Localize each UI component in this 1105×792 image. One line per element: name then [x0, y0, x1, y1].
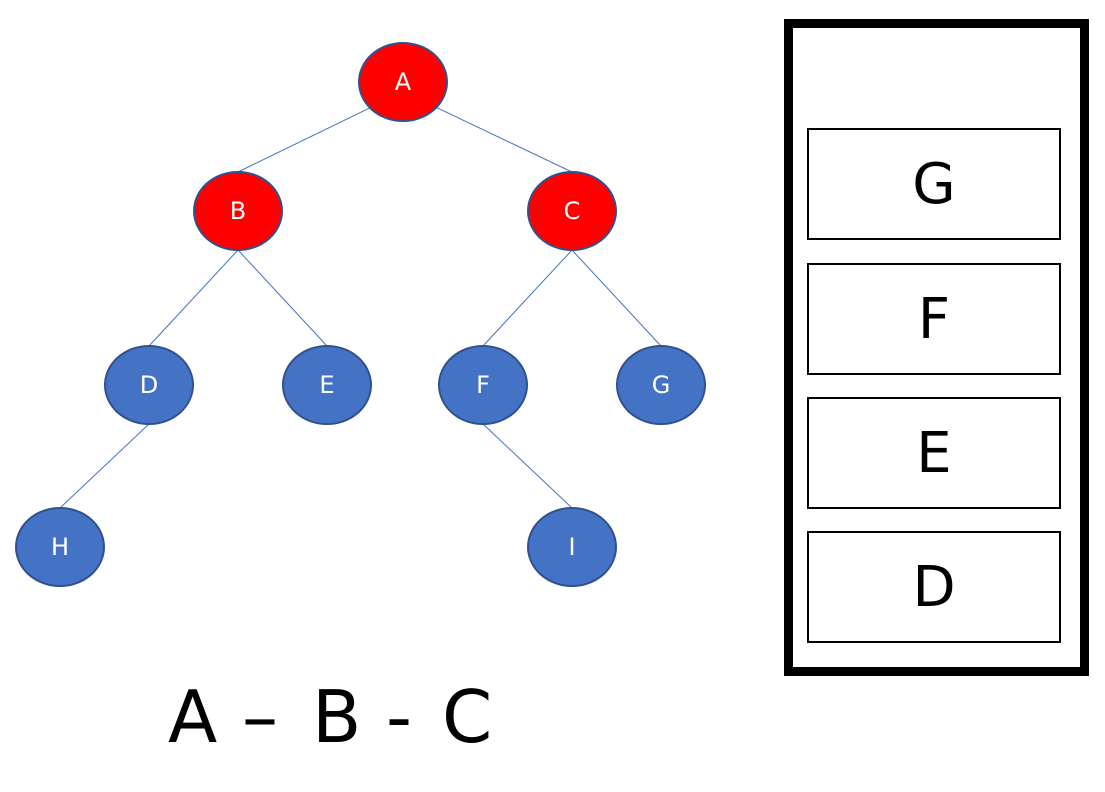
traversal-item-3: C	[442, 675, 493, 759]
tree-edge-b-e	[237, 249, 328, 347]
tree-node-label: E	[319, 371, 334, 399]
tree-node-circle	[15, 507, 105, 587]
tree-node-label: D	[140, 371, 158, 399]
tree-node-circle	[282, 345, 372, 425]
queue-item: F	[807, 263, 1061, 375]
tree-edge-b-d	[148, 249, 239, 347]
tree-node-c: C	[527, 171, 617, 251]
tree-node-h: H	[15, 507, 105, 587]
tree-edge-c-g	[571, 249, 662, 347]
tree-node-circle	[193, 171, 283, 251]
tree-node-circle	[438, 345, 528, 425]
tree-node-b: B	[193, 171, 283, 251]
tree-node-g: G	[616, 345, 706, 425]
tree-node-label: F	[476, 371, 490, 399]
tree-edge-c-f	[482, 249, 573, 347]
tree-node-circle	[358, 42, 448, 122]
tree-node-label: C	[564, 197, 581, 225]
tree-node-a: A	[358, 42, 448, 122]
tree-node-i: I	[527, 507, 617, 587]
tree-node-label: G	[652, 371, 671, 399]
tree-nodes: A B C D E F G H I	[15, 42, 706, 587]
tree-node-circle	[616, 345, 706, 425]
tree-node-circle	[527, 507, 617, 587]
tree-node-e: E	[282, 345, 372, 425]
tree-node-label: H	[51, 533, 69, 561]
queue-item: G	[807, 128, 1061, 240]
tree-edges	[59, 106, 662, 509]
traversal-separator-1: –	[242, 675, 278, 759]
traversal-item-1: A	[168, 675, 218, 759]
queue-item: E	[807, 397, 1061, 509]
binary-tree-diagram: A B C D E F G H I	[15, 42, 706, 587]
traversal-item-2: B	[312, 675, 362, 759]
tree-edge-a-c	[436, 106, 573, 173]
tree-node-label: B	[230, 197, 246, 225]
tree-node-label: A	[395, 68, 412, 96]
tree-node-circle	[527, 171, 617, 251]
tree-node-circle	[104, 345, 194, 425]
traversal-separator-2: -	[386, 675, 412, 759]
tree-edge-a-b	[237, 107, 371, 173]
tree-edge-f-i	[482, 423, 573, 509]
tree-edge-d-h	[59, 423, 150, 509]
queue-item: D	[807, 531, 1061, 643]
tree-node-f: F	[438, 345, 528, 425]
tree-node-d: D	[104, 345, 194, 425]
tree-node-label: I	[568, 533, 575, 561]
